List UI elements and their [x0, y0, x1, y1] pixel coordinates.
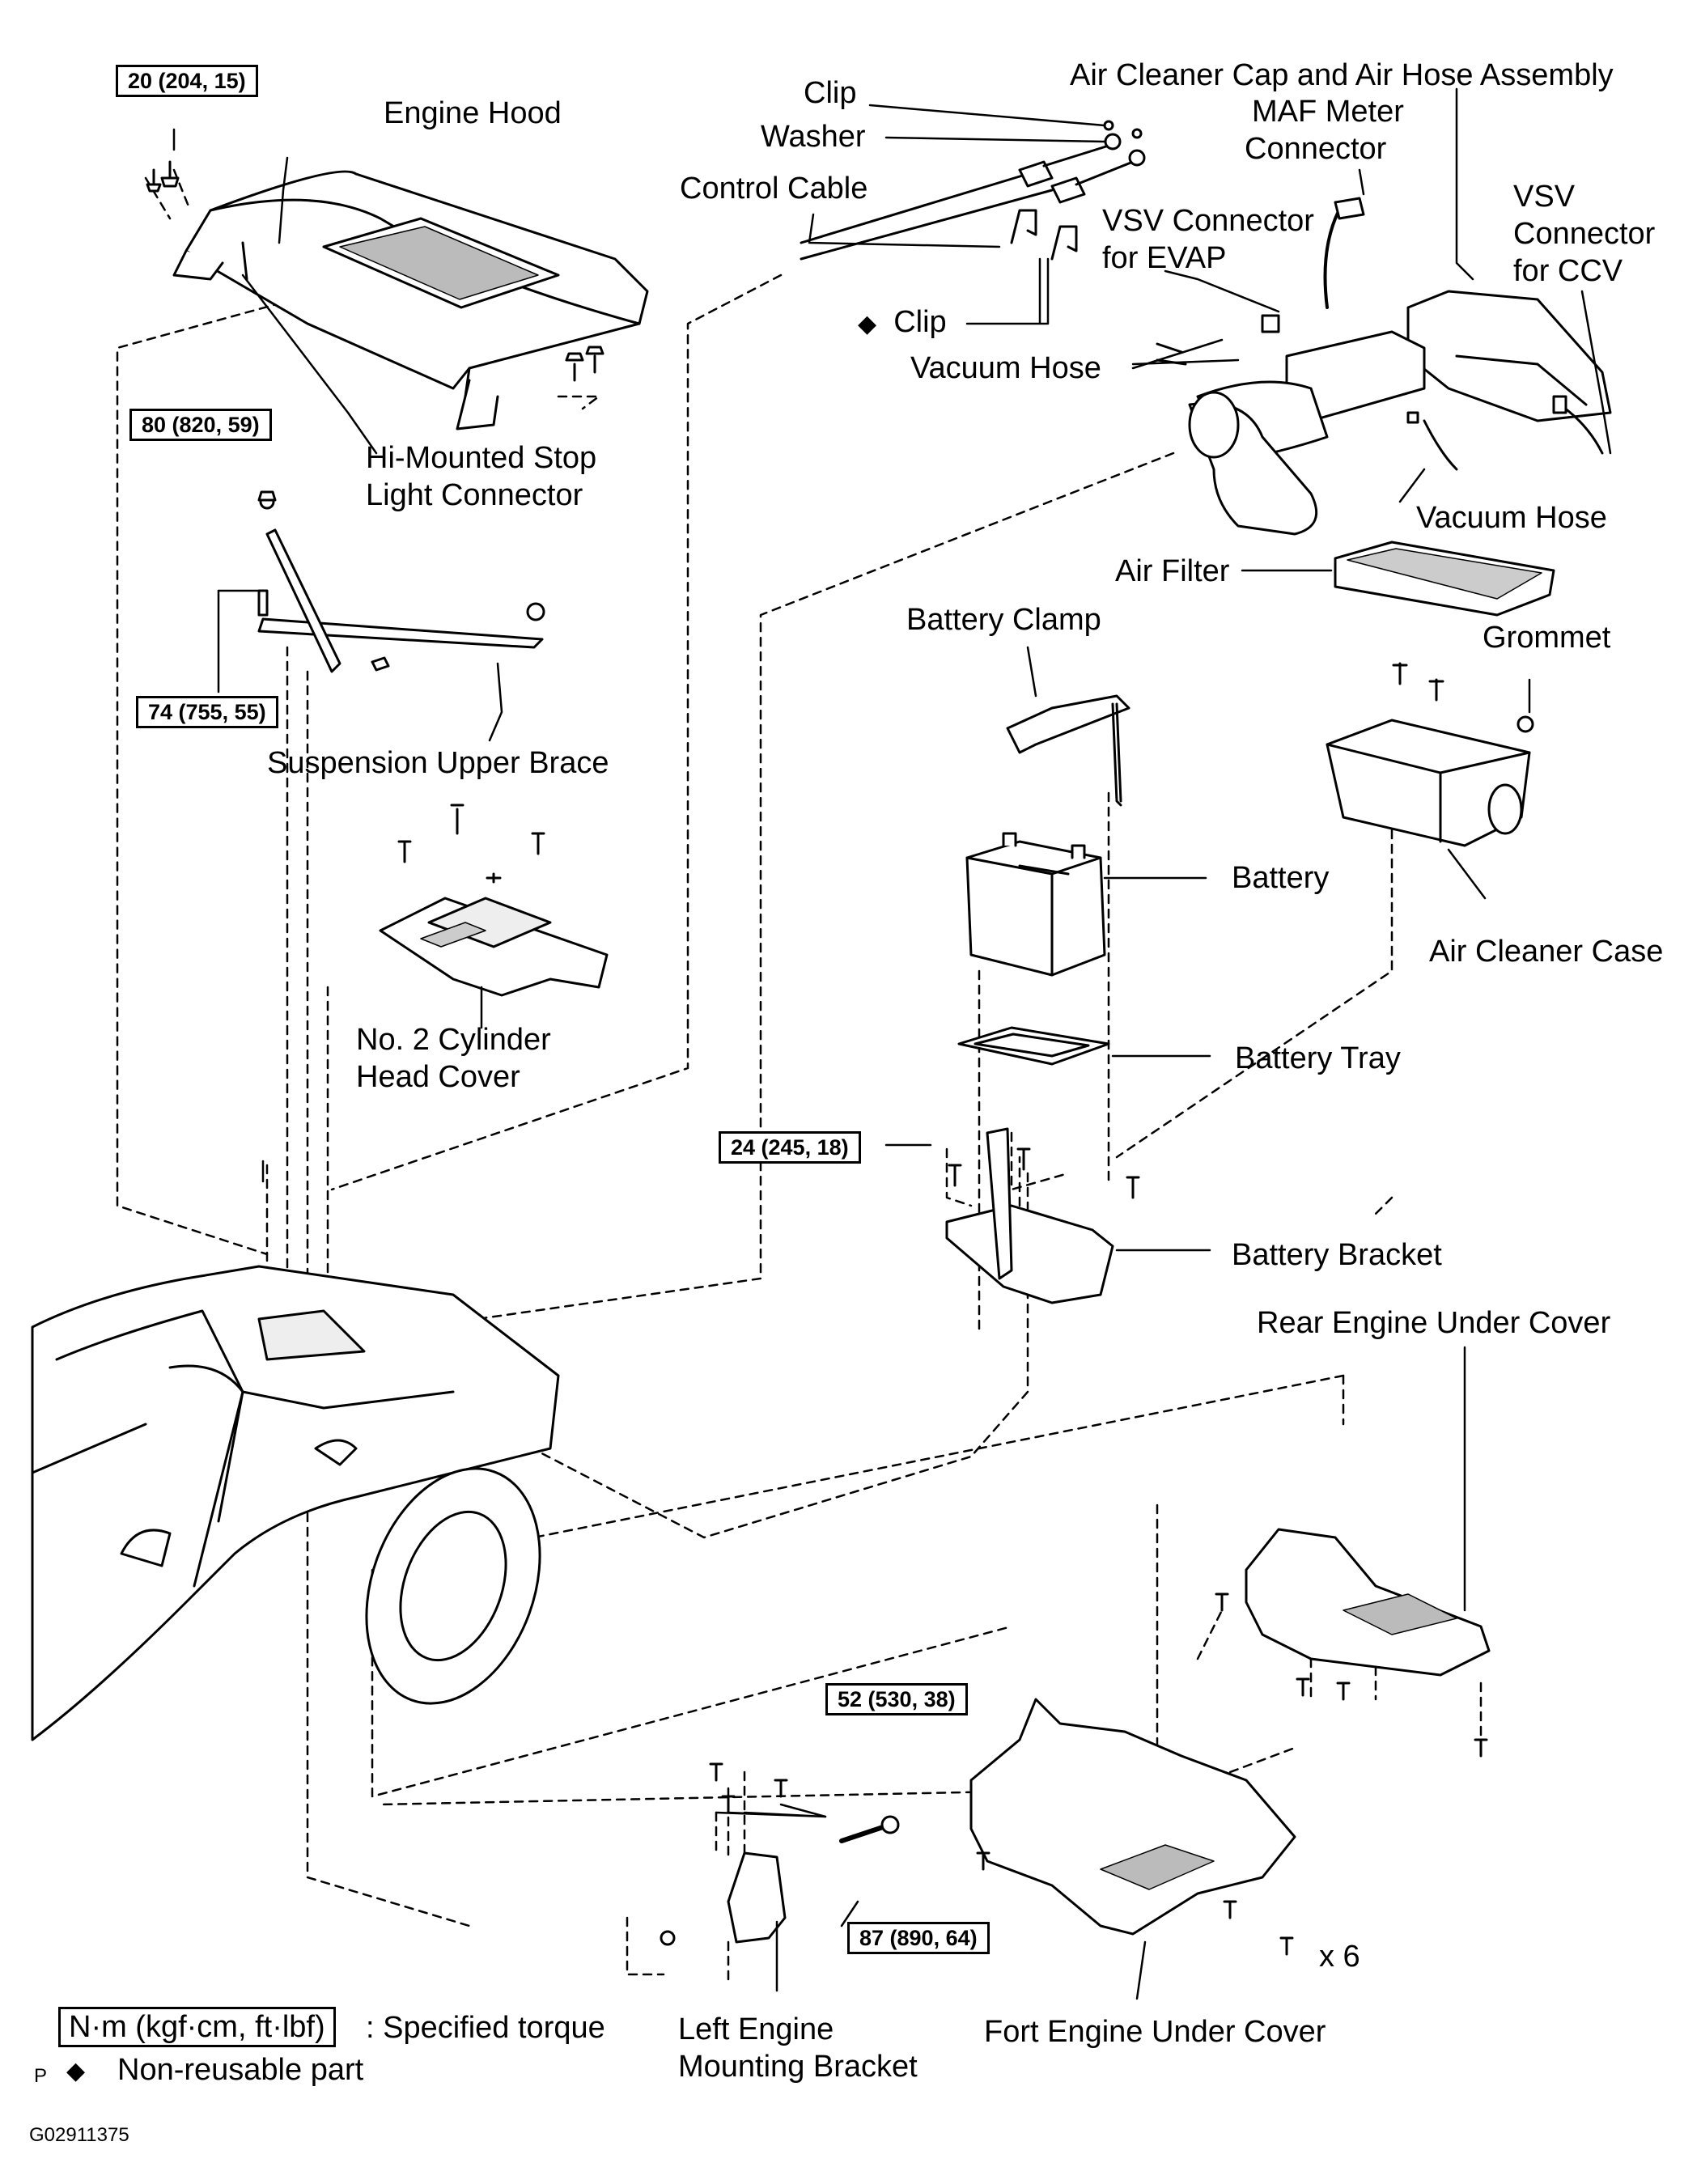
- front-under-cover-drawing: [969, 1698, 1296, 1956]
- car-body-drawing: [31, 1265, 560, 1741]
- label-control-cable: Control Cable: [680, 172, 868, 206]
- label-battery-tray: Battery Tray: [1235, 1041, 1401, 1075]
- engine-hood-drawing: [172, 170, 649, 430]
- label-battery-clamp: Battery Clamp: [906, 603, 1101, 637]
- battery-tray-drawing: [957, 1026, 1110, 1066]
- legend-torque-unit-box: N·m (kgf·cm, ft·lbf): [58, 2007, 336, 2047]
- label-quantity-x6: x 6: [1319, 1940, 1360, 1974]
- label-air-filter: Air Filter: [1115, 554, 1230, 588]
- label-front-engine-under-cover: Fort Engine Under Cover: [984, 2015, 1326, 2049]
- hood-bolts: [146, 160, 604, 382]
- label-vsv-ccv-3: for CCV: [1513, 254, 1623, 288]
- label-clip-nonreusable: ◆ Clip: [858, 303, 947, 343]
- label-vsv-evap-1: VSV Connector: [1102, 204, 1314, 238]
- torque-spec-brace-nut: 80 (820, 59): [129, 409, 272, 441]
- torque-spec-battery-bracket: 24 (245, 18): [719, 1131, 861, 1164]
- legend-nonreusable-diamond-icon: ◆: [66, 2058, 86, 2084]
- label-vsv-ccv-2: Connector: [1513, 217, 1656, 251]
- battery-clamp-drawing: [1006, 694, 1130, 807]
- label-cylinder-head-cover-1: No. 2 Cylinder: [356, 1023, 551, 1057]
- label-vacuum-hose-upper: Vacuum Hose: [910, 351, 1101, 385]
- label-rear-engine-under-cover: Rear Engine Under Cover: [1257, 1306, 1611, 1340]
- label-washer: Washer: [761, 120, 866, 154]
- label-vsv-ccv-1: VSV: [1513, 180, 1576, 214]
- legend-nonreusable-text: Non-reusable part: [117, 2053, 364, 2087]
- air-filter-drawing: [1334, 541, 1555, 617]
- label-battery: Battery: [1232, 861, 1330, 895]
- suspension-brace-drawing: [257, 490, 545, 673]
- label-cylinder-head-cover-2: Head Cover: [356, 1060, 520, 1094]
- label-clip: Clip: [804, 76, 857, 110]
- label-left-engine-bracket-2: Mounting Bracket: [678, 2050, 918, 2084]
- legend-torque-desc: : Specified torque: [366, 2011, 605, 2045]
- torque-spec-hood-bolts: 20 (204, 15): [116, 65, 258, 97]
- leader-lines: [172, 87, 1612, 2000]
- label-air-cleaner-case: Air Cleaner Case: [1429, 935, 1664, 969]
- label-suspension-upper-brace: Suspension Upper Brace: [267, 746, 609, 780]
- torque-spec-mounting-bolts: 52 (530, 38): [825, 1683, 968, 1715]
- label-engine-hood: Engine Hood: [384, 96, 562, 130]
- label-maf-meter-2: Connector: [1245, 132, 1387, 166]
- label-grommet: Grommet: [1483, 621, 1611, 655]
- label-clip-nonreusable-text: Clip: [893, 305, 947, 339]
- nonreusable-diamond-icon: ◆: [858, 311, 877, 337]
- torque-spec-mounting-through-bolt: 87 (890, 64): [847, 1922, 990, 1954]
- label-battery-bracket: Battery Bracket: [1232, 1238, 1442, 1272]
- legend-p-mark: P: [34, 2065, 48, 2087]
- figure-id: G02911375: [29, 2124, 129, 2146]
- battery-drawing: [965, 832, 1106, 977]
- label-hi-mounted-stop-2: Light Connector: [366, 478, 583, 512]
- air-cleaner-cap-drawing: [1156, 197, 1612, 536]
- torque-spec-brace-bolt: 74 (755, 55): [136, 696, 278, 728]
- label-maf-meter-1: MAF Meter: [1252, 95, 1404, 129]
- control-cable-drawing: [800, 120, 1146, 261]
- label-vacuum-hose-lower: Vacuum Hose: [1416, 501, 1607, 535]
- battery-bracket-drawing: [945, 1127, 1140, 1304]
- label-air-cleaner-cap: Air Cleaner Cap and Air Hose Assembly: [1070, 58, 1614, 92]
- rear-under-cover-drawing: [1215, 1528, 1491, 1758]
- label-vsv-evap-2: for EVAP: [1102, 241, 1227, 275]
- left-mounting-bracket-drawing: [660, 1762, 900, 1946]
- air-cleaner-case-drawing: [1326, 662, 1534, 847]
- cylinder-head-cover-drawing: [379, 804, 609, 997]
- label-left-engine-bracket-1: Left Engine: [678, 2012, 834, 2046]
- label-hi-mounted-stop-1: Hi-Mounted Stop: [366, 441, 597, 475]
